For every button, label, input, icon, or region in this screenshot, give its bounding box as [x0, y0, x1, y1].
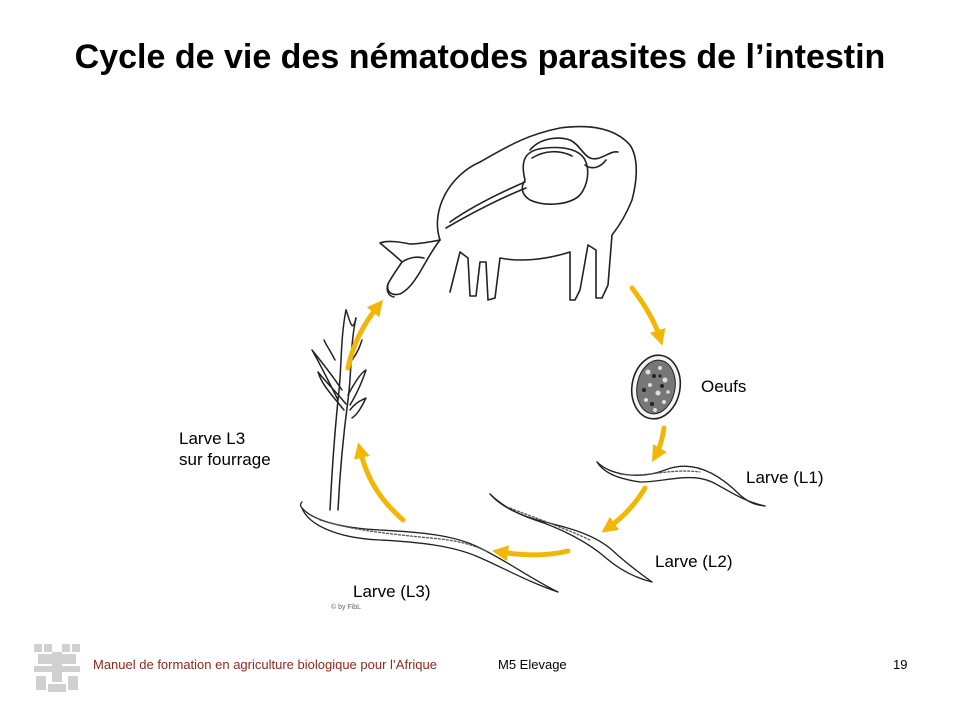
arrow-eggs-to-l1 [652, 425, 667, 462]
arrow-sheep-to-eggs [629, 285, 666, 346]
fibl-logo [34, 644, 80, 692]
label-eggs: Oeufs [701, 377, 747, 396]
cycle-arrows [345, 285, 667, 562]
page-title: Cycle de vie des nématodes parasites de … [74, 38, 886, 76]
label-larva-l3-forage: Larve L3 sur fourrage [179, 428, 271, 470]
arrow-l1-to-l2 [601, 485, 648, 533]
footer-module: M5 Elevage [498, 657, 567, 672]
sheep-illustration [379, 125, 638, 301]
larva-l2-illustration [489, 493, 653, 583]
arrow-l3-to-grass [354, 442, 406, 523]
label-larva-l3-forage-line1: Larve L3 [179, 429, 246, 448]
footer-manual-title: Manuel de formation en agriculture biolo… [93, 657, 437, 672]
footer-page-number: 19 [893, 657, 908, 672]
label-larva-l1: Larve (L1) [746, 468, 824, 487]
larva-l1-illustration [596, 461, 766, 507]
label-larva-l3-forage-line2: sur fourrage [179, 450, 271, 469]
grass-illustration [311, 309, 367, 511]
label-larva-l3: Larve (L3) [353, 582, 431, 601]
copyright-note: © by FibL [331, 604, 362, 611]
arrow-l2-to-l3 [492, 545, 571, 562]
arrow-grass-to-sheep [345, 299, 383, 371]
label-larva-l2: Larve (L2) [655, 552, 733, 571]
egg-illustration [630, 354, 682, 420]
larva-l3-illustration [299, 501, 559, 593]
